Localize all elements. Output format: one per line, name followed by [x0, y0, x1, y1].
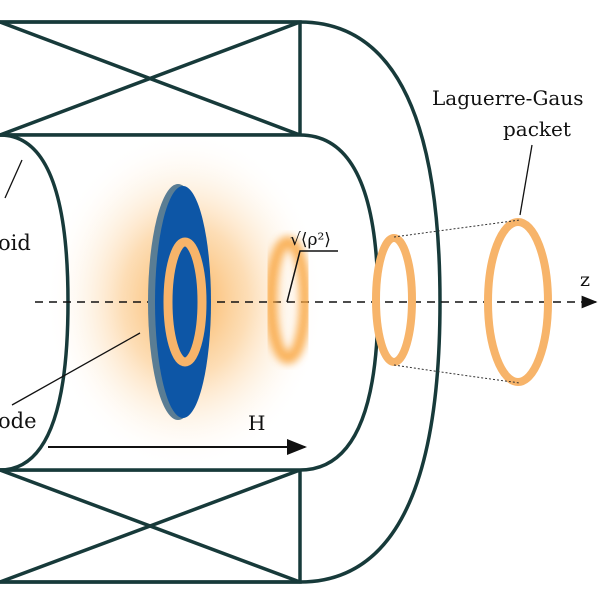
solenoid-label: oid	[0, 231, 31, 255]
axis-label: z	[580, 269, 590, 291]
field-label: H	[248, 411, 265, 435]
packet-label-1: Laguerre-Gaus	[432, 86, 583, 110]
packet-ring-1	[265, 236, 311, 364]
cathode-leader	[11, 332, 141, 406]
rms-radius-label: √⟨ρ²⟩	[290, 230, 331, 250]
packet-ring-2	[372, 234, 416, 366]
solenoid-leader	[4, 159, 23, 199]
packet-ring-3	[484, 218, 552, 386]
packet-label-2: packet	[503, 117, 571, 141]
cathode-label: ode	[0, 409, 37, 433]
rms-radius-marker	[286, 250, 338, 303]
cathode-disk	[148, 184, 211, 420]
envelope-lines	[393, 219, 521, 384]
packet-leader	[519, 144, 533, 216]
